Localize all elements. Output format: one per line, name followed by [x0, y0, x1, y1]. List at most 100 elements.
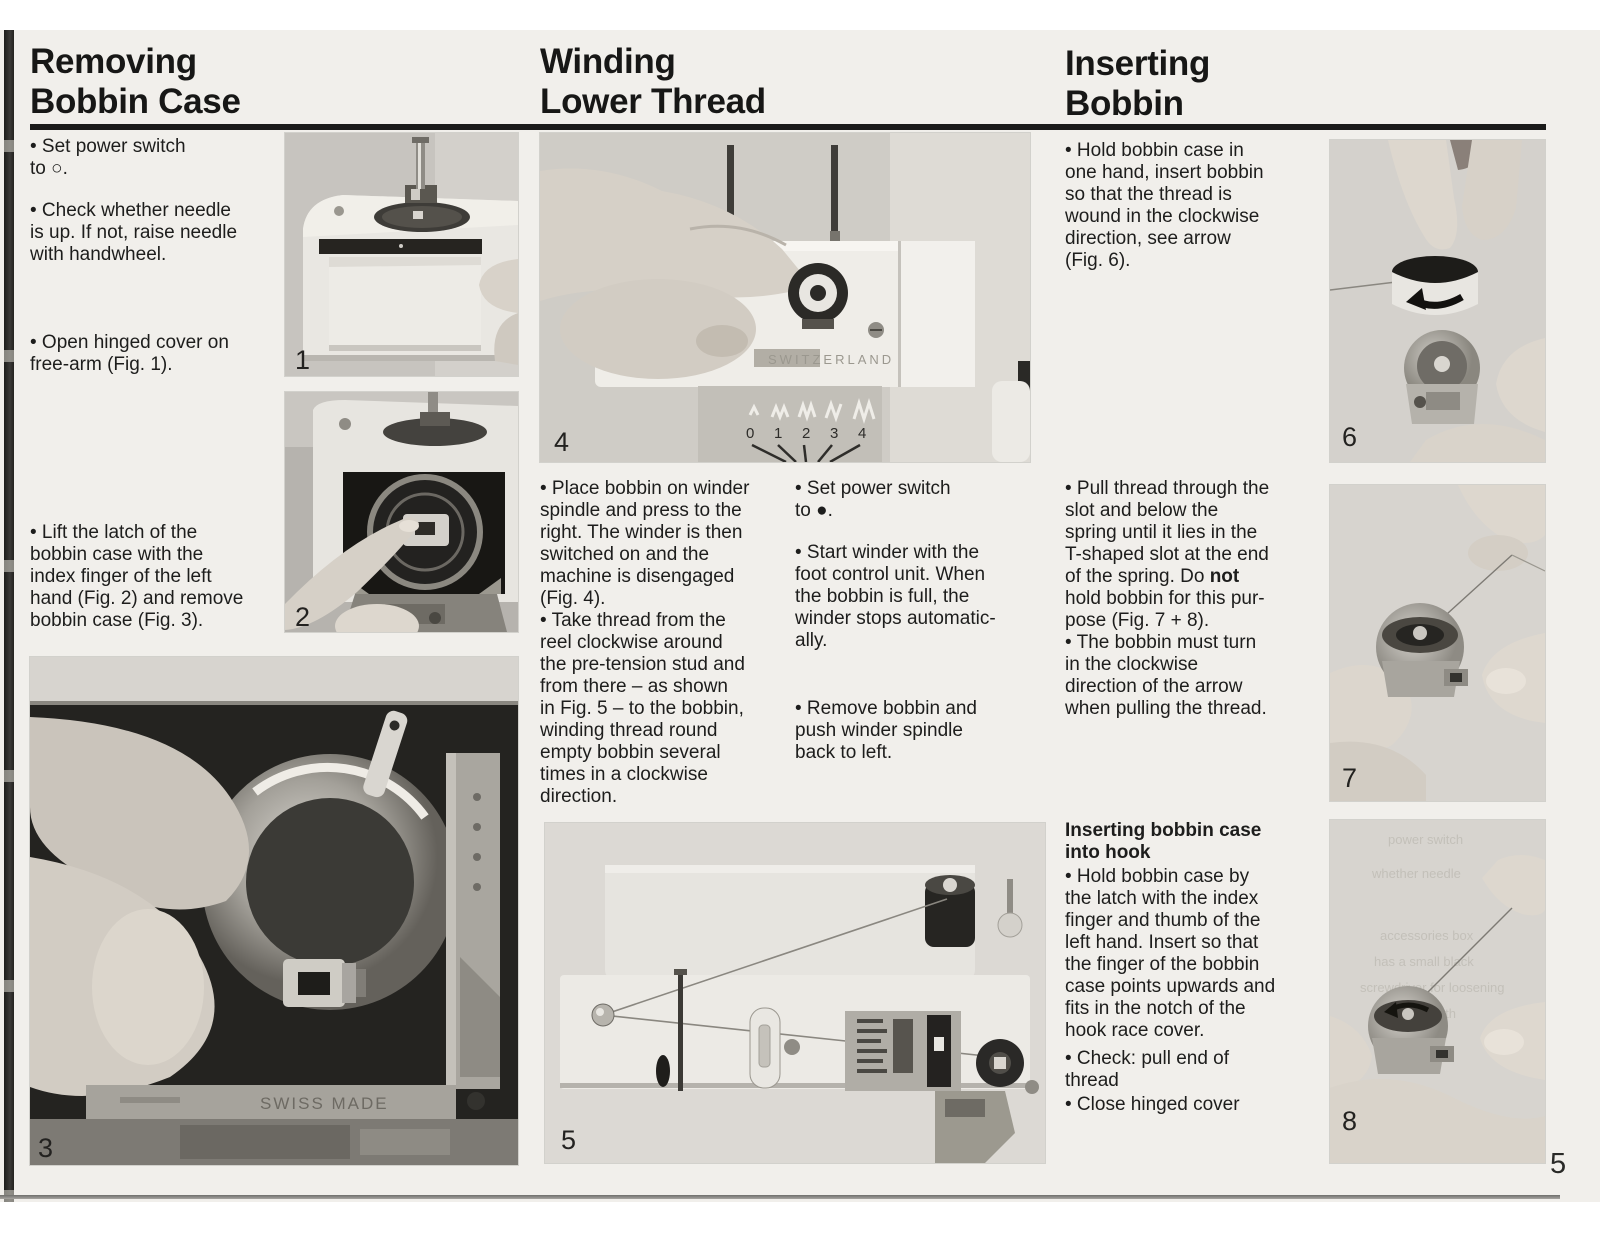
thumb: [335, 604, 419, 632]
thread-line: [602, 898, 948, 1016]
svg-text:whether needle: whether needle: [1371, 866, 1461, 881]
svg-text:1: 1: [774, 425, 782, 442]
figure-label: 8: [1342, 1106, 1357, 1136]
header-rule: [30, 124, 1546, 130]
arrowhead: [1406, 288, 1426, 310]
finger: [1388, 140, 1458, 250]
thread-path-top-view-photo: 5: [545, 823, 1045, 1163]
title-line: Removing: [30, 42, 197, 81]
figure-label: 2: [295, 602, 310, 632]
bobbin-top: [1392, 256, 1478, 288]
subheading-inserting-into-hook: Inserting bobbin case into hook: [1065, 820, 1262, 863]
scanned-page: Removing Bobbin Case Winding Lower Threa…: [0, 30, 1600, 1202]
thread-line: [1413, 907, 1513, 1007]
paragraph-insert-into-hook: • Hold bobbin case by the latch with the…: [1065, 866, 1276, 1041]
fingernail: [1484, 1029, 1524, 1055]
inserting-bobbin-photo: 6: [1330, 140, 1545, 462]
thread-guide-bar: [678, 971, 683, 1091]
svg-text:accessories box: accessories box: [1380, 928, 1474, 943]
thumb: [1330, 1016, 1372, 1092]
title-line: Bobbin Case: [30, 82, 241, 121]
title-line: Inserting: [1065, 44, 1211, 83]
bobbin-on-winder-photo: SWITZERLAND 0 1 2 3 4: [540, 133, 1030, 462]
finger: [1458, 485, 1545, 543]
figure-4-photo: SWITZERLAND 0 1 2 3 4: [540, 133, 1030, 462]
paragraph-part: • Pull thread through the slot and below…: [1065, 478, 1270, 587]
spool-pin: [727, 145, 734, 241]
presser-foot: [420, 412, 450, 426]
svg-text:has a small black: has a small black: [1374, 954, 1474, 969]
section-title-inserting-bobbin: Inserting Bobbin: [1065, 44, 1210, 124]
paragraph-start-winder: • Start winder with the foot control uni…: [795, 542, 996, 651]
figure-label: 6: [1342, 422, 1357, 452]
stitch-dial-panel: [698, 386, 882, 462]
stitch-plate: [383, 418, 487, 446]
figure-2-photo: 2: [285, 392, 518, 632]
spool-pin: [1007, 879, 1013, 921]
arrowhead: [1384, 1002, 1398, 1018]
finger: [1482, 855, 1545, 916]
paragraph-check-thread: • Check: pull end of thread: [1065, 1048, 1230, 1091]
paragraph-power-on: • Set power switch to ●.: [795, 478, 951, 521]
stitch-pattern-rows: [857, 1019, 913, 1073]
paragraph-open-cover: • Open hinged cover on free-arm (Fig. 1)…: [30, 332, 229, 375]
hand: [540, 168, 803, 301]
pre-tension-stud: [591, 1003, 615, 1027]
paragraph-hold-bobbin-case: • Hold bobbin case in one hand, insert b…: [1065, 140, 1264, 271]
svg-text:power switch: power switch: [1388, 832, 1463, 847]
figure-1-photo: 1: [285, 133, 518, 376]
hinged-cover: [329, 257, 481, 351]
open-hook-area-photo: 2: [285, 392, 518, 632]
paragraph-power-off: • Set power switch to ○.: [30, 136, 186, 179]
emphasis-not: not: [1209, 566, 1240, 587]
title-line: Bobbin: [1065, 84, 1184, 123]
svg-text:4: 4: [858, 425, 866, 442]
latch-lever: [363, 710, 408, 798]
figure-label: 1: [295, 345, 310, 375]
footer-rule: [0, 1195, 1560, 1199]
finger: [1410, 424, 1545, 462]
thread-in-t-slot-photo: power switch whether needle accessories …: [1330, 820, 1545, 1163]
paragraph-part: hold bobbin for this pur- pose (Fig. 7 +…: [1065, 588, 1265, 631]
title-line: Lower Thread: [540, 82, 766, 121]
paragraph-place-bobbin: • Place bobbin on winder spindle and pre…: [540, 478, 750, 609]
figure-5-photo: 5: [545, 823, 1045, 1163]
palm: [1330, 741, 1426, 801]
binding-edge: [4, 30, 14, 1202]
svg-text:3: 3: [830, 425, 838, 442]
paragraph-pull-thread: • Pull thread through the slot and below…: [1065, 478, 1305, 632]
figure-label: 4: [554, 427, 569, 457]
paragraph-bobbin-turn: • The bobbin must turn in the clockwise …: [1065, 632, 1267, 719]
page-number: 5: [1550, 1148, 1567, 1180]
removing-bobbin-case-closeup-photo: SWISS MADE 3: [30, 657, 518, 1165]
figure-3-photo: SWISS MADE 3: [30, 657, 518, 1165]
pulling-thread-into-slot-photo: 7: [1330, 485, 1545, 801]
fingernail: [1486, 668, 1526, 694]
figure-8-photo: power switch whether needle accessories …: [1330, 820, 1545, 1163]
pointing-finger: [285, 517, 419, 630]
figure-6-photo: 6: [1330, 140, 1545, 462]
thread-end: [1511, 554, 1545, 572]
section-title-winding-lower-thread: Winding Lower Thread: [540, 42, 766, 122]
machine-arm: [605, 865, 975, 980]
paragraph-take-thread: • Take thread from the reel clockwise ar…: [540, 610, 745, 807]
paragraph-check-needle: • Check whether needle is up. If not, ra…: [30, 200, 238, 265]
figure-label: 5: [561, 1125, 576, 1155]
spool-pin: [831, 145, 838, 241]
section-title-removing-bobbin-case: Removing Bobbin Case: [30, 42, 241, 122]
paragraph-lift-latch: • Lift the latch of the bobbin case with…: [30, 522, 244, 631]
zigzag-glyphs: [748, 397, 876, 425]
figure-label: 7: [1342, 763, 1357, 793]
paragraph-close-cover: • Close hinged cover: [1065, 1094, 1240, 1115]
thumb-tip: [1468, 535, 1528, 571]
machine-hinged-cover-photo: 1: [285, 133, 518, 376]
paragraph-remove-bobbin: • Remove bobbin and push winder spindle …: [795, 698, 977, 763]
title-line: Winding: [540, 42, 676, 81]
finger: [1462, 140, 1522, 240]
figure-7-photo: 7: [1330, 485, 1545, 801]
bobbin-case-body: [1382, 661, 1460, 697]
finger: [1496, 338, 1545, 432]
bobbin-case-body: [1372, 1038, 1446, 1074]
fingers: [1330, 1079, 1545, 1163]
